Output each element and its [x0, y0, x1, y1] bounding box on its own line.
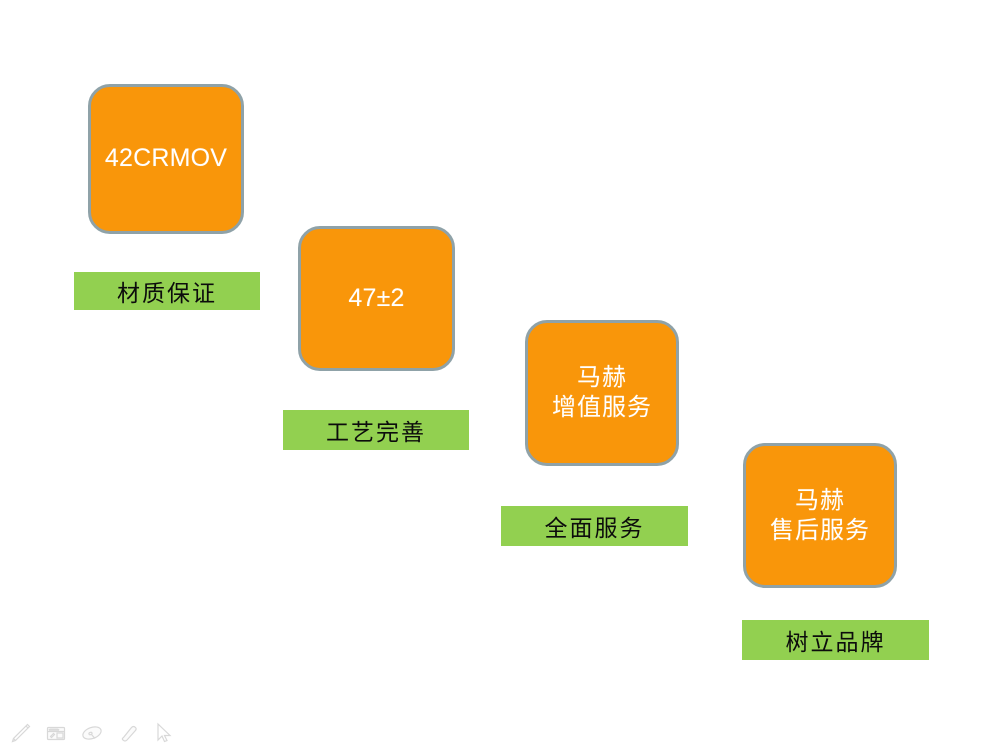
caption-bar-2[interactable]: 工艺完善 — [283, 410, 469, 450]
step-box-2-label: 47±2 — [348, 283, 405, 312]
pointer-cursor-icon[interactable] — [150, 720, 178, 746]
ink-toolbar — [0, 715, 1007, 751]
caption-bar-4[interactable]: 树立品牌 — [742, 620, 929, 660]
caption-bar-4-label: 树立品牌 — [785, 629, 886, 655]
step-box-2[interactable]: 47±2 — [298, 226, 455, 371]
ellipse-highlighter-icon[interactable] — [78, 720, 106, 746]
step-box-3[interactable]: 马赫 增值服务 — [525, 320, 679, 466]
step-box-1-label: 42CRMOV — [104, 144, 228, 173]
eraser-icon[interactable] — [114, 720, 142, 746]
caption-bar-3-label: 全面服务 — [544, 515, 645, 541]
pen-icon[interactable] — [6, 720, 34, 746]
caption-bar-1[interactable]: 材质保证 — [74, 272, 260, 310]
step-box-4-label: 马赫 售后服务 — [770, 486, 870, 544]
step-box-4[interactable]: 马赫 售后服务 — [743, 443, 897, 588]
caption-bar-2-label: 工艺完善 — [326, 419, 426, 445]
caption-bar-1-label: 材质保证 — [117, 280, 217, 306]
step-box-3-label: 马赫 增值服务 — [552, 364, 652, 421]
step-box-1[interactable]: 42CRMOV — [88, 84, 244, 234]
highlighter-panel-icon[interactable] — [42, 720, 70, 746]
caption-bar-3[interactable]: 全面服务 — [501, 506, 688, 546]
